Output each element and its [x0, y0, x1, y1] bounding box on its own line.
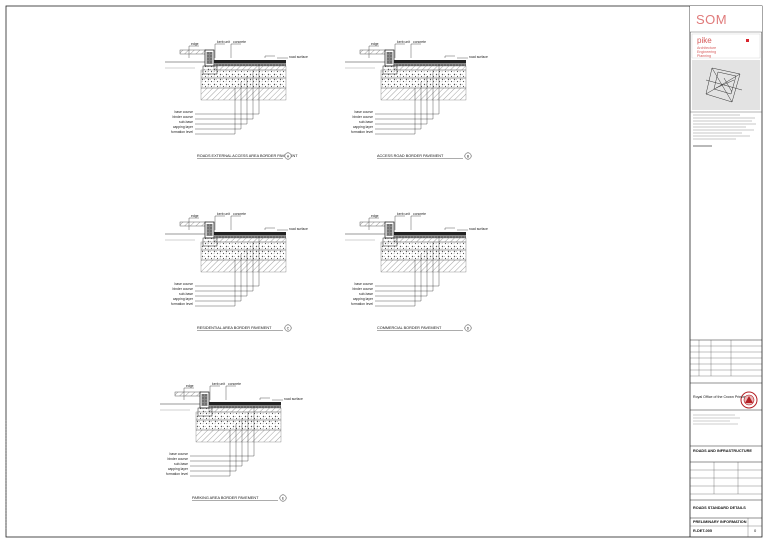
- annotation-kerb: kerb unit: [397, 212, 410, 216]
- annotation-layer: capping layer: [173, 125, 194, 129]
- detail-marker-label: E: [282, 496, 285, 500]
- annotation-road: road surface: [469, 227, 488, 231]
- project-title: ROADS AND INFRASTRUCTURE: [693, 449, 752, 453]
- annotation-layer: sub-base: [359, 120, 373, 124]
- brand-logo: SOM: [696, 12, 728, 27]
- annotation-layer: sub-base: [179, 120, 193, 124]
- annotation-road: road surface: [469, 55, 488, 59]
- annotation-kerb: kerb unit: [212, 382, 225, 386]
- annotation-kerb: kerb unit: [397, 40, 410, 44]
- annotation-layer: formation level: [171, 130, 193, 134]
- annotation-layer: capping layer: [173, 297, 194, 301]
- annotation-layer: base course: [175, 282, 194, 286]
- annotation-layer: binder course: [172, 287, 193, 291]
- detail-marker-label: B: [467, 154, 470, 158]
- detail-marker-icon: [464, 152, 472, 160]
- client-name: Royal Office of the Crown Prince: [693, 395, 746, 399]
- annotation-layer: formation level: [171, 302, 193, 306]
- annotation-layer: base course: [175, 110, 194, 114]
- annotation-layer: binder course: [352, 287, 373, 291]
- detail-marker-label: D: [467, 326, 470, 330]
- annotation-layer: formation level: [351, 302, 373, 306]
- detail-caption: RESIDENTIAL AREA BORDER PAVEMENT: [197, 326, 272, 330]
- annotation-concrete: concrete: [413, 212, 426, 216]
- revision-number: 0: [754, 528, 757, 533]
- annotation-edge: edge: [191, 42, 199, 46]
- client-crest-icon: [740, 391, 758, 409]
- annotation-concrete: concrete: [228, 382, 241, 386]
- annotation-layer: base course: [170, 452, 189, 456]
- annotation-layer: base course: [355, 282, 374, 286]
- annotation-concrete: concrete: [413, 40, 426, 44]
- annotation-road: road surface: [289, 55, 308, 59]
- annotation-layer: sub-base: [359, 292, 373, 296]
- title-block: [690, 6, 762, 537]
- annotation-layer: binder course: [172, 115, 193, 119]
- annotation-layer: base course: [355, 110, 374, 114]
- annotation-layer: formation level: [351, 130, 373, 134]
- annotation-kerb: kerb unit: [217, 212, 230, 216]
- annotation-road: road surface: [289, 227, 308, 231]
- detail-marker-label: A: [287, 154, 290, 158]
- annotation-layer: binder course: [352, 115, 373, 119]
- consultant-line-3: Planning: [697, 54, 711, 58]
- sheet-number: R-DET-005: [693, 529, 712, 533]
- annotation-edge: edge: [191, 214, 199, 218]
- annotation-kerb: kerb unit: [217, 40, 230, 44]
- detail-marker-icon: [464, 324, 472, 332]
- detail-marker-icon: [284, 324, 292, 332]
- annotation-layer: sub-base: [179, 292, 193, 296]
- annotation-layer: binder course: [167, 457, 188, 461]
- project-image: [692, 60, 760, 110]
- detail-caption: PARKING AREA BORDER PAVEMENT: [192, 496, 259, 500]
- annotation-concrete: concrete: [233, 40, 246, 44]
- annotation-concrete: concrete: [233, 212, 246, 216]
- project-code: pike: [697, 36, 712, 45]
- annotation-layer: capping layer: [168, 467, 189, 471]
- consultant-line-2: Engineering: [697, 50, 717, 54]
- annotation-road: road surface: [284, 397, 303, 401]
- annotation-edge: edge: [371, 214, 379, 218]
- annotation-layer: capping layer: [353, 297, 374, 301]
- annotation-layer: capping layer: [353, 125, 374, 129]
- annotation-edge: edge: [371, 42, 379, 46]
- annotation-layer: formation level: [166, 472, 188, 476]
- drawing-title: ROADS STANDARD DETAILS: [693, 506, 746, 510]
- detail-caption: ACCESS ROAD BORDER PAVEMENT: [377, 154, 444, 158]
- detail-marker-label: C: [287, 326, 290, 330]
- detail-caption: COMMERCIAL BORDER PAVEMENT: [377, 326, 442, 330]
- detail-marker-icon: [279, 494, 287, 502]
- consultant-line-1: Architecture: [697, 46, 717, 50]
- annotation-layer: sub-base: [174, 462, 188, 466]
- detail-caption: ROADS EXTERNAL ACCESS AREA BORDER PAVEME…: [197, 154, 298, 158]
- sheet-border: [5, 5, 763, 538]
- sheet-status: PRELIMINARY INFORMATION: [693, 520, 747, 524]
- annotation-edge: edge: [186, 384, 194, 388]
- detail-marker-icon: [284, 152, 292, 160]
